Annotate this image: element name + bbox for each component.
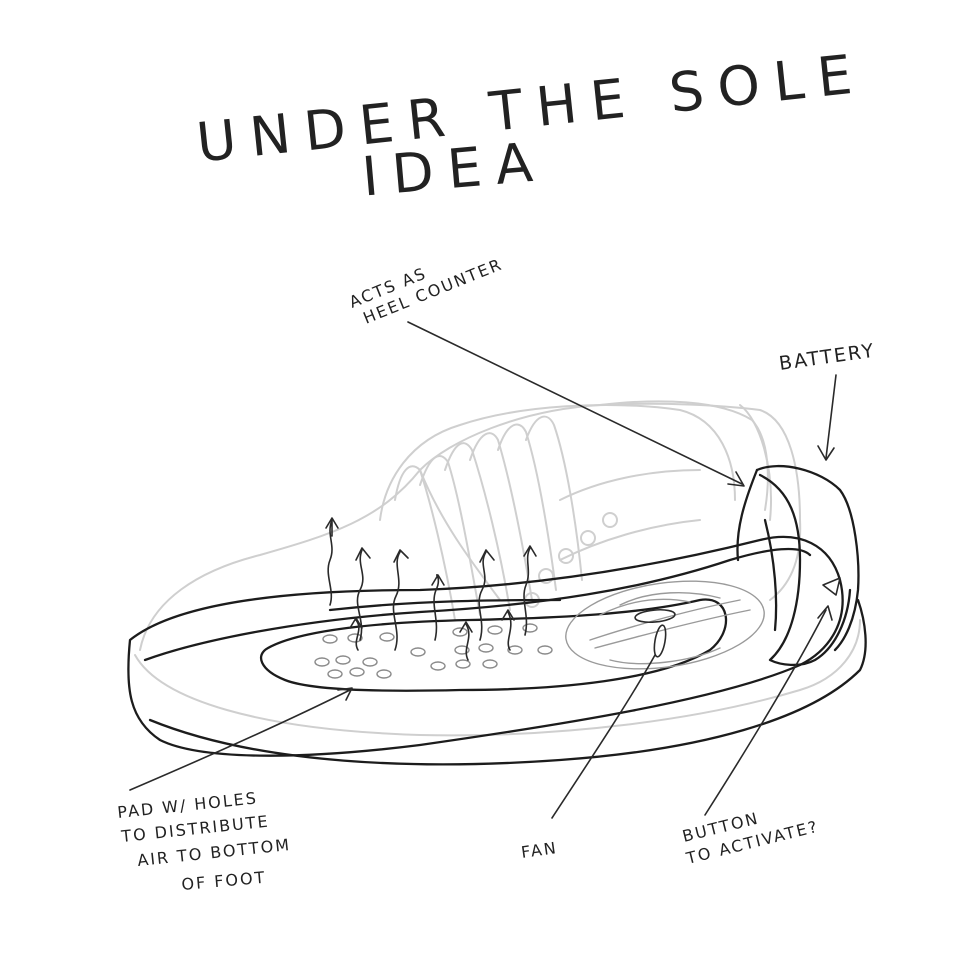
battery-label: BATTERY [778,340,877,375]
airflow-arrows [325,517,537,661]
annotation-button: BUTTON TO ACTIVATE? [680,808,820,868]
heel-counter-battery-housing [736,464,860,667]
activation-button [822,577,841,596]
leader-lines [129,321,837,819]
annotation-fan: FAN [520,838,559,862]
pad-holes [314,623,553,679]
ghost-shoe-upper [134,400,861,737]
annotation-heel-counter: ACTS AS HEEL COUNTER [346,254,505,327]
sketch-title: UNDER THE SOLE IDEA [194,42,869,209]
fan-label: FAN [520,838,559,862]
sole-structure [127,535,867,766]
perforated-pad [259,598,728,692]
fan [565,580,765,670]
annotation-battery: BATTERY [778,340,877,375]
annotation-pad: PAD W/ HOLES TO DISTRIBUTE AIR TO BOTTOM… [116,788,291,894]
pad-line-4: OF FOOT [181,868,267,894]
